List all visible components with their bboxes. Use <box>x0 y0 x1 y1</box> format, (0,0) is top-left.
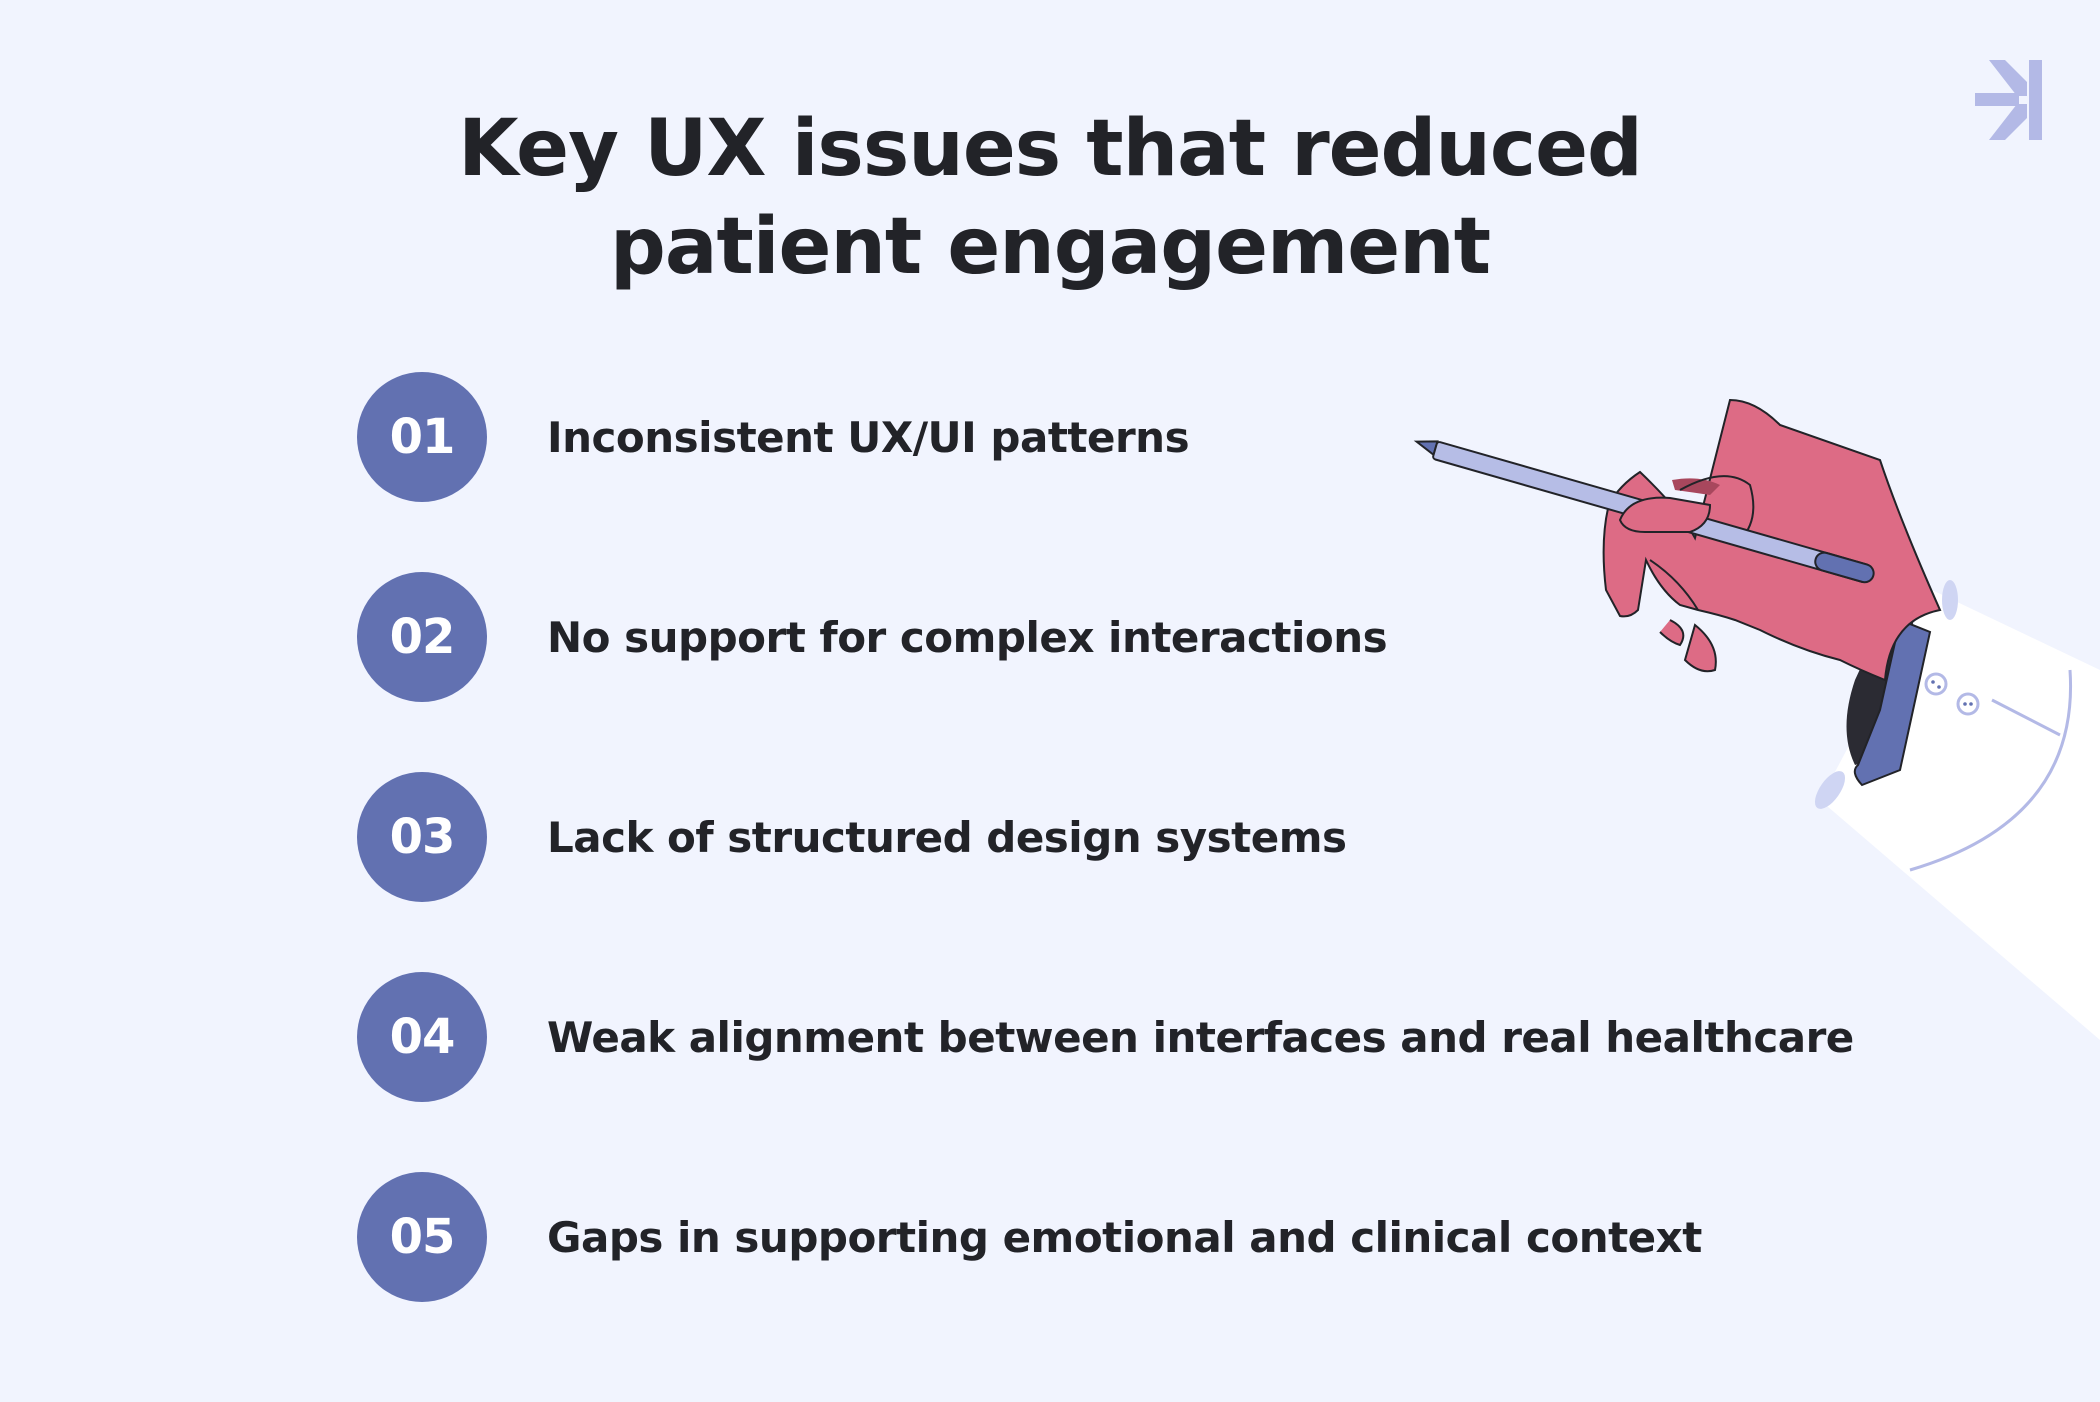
item-number-badge: 02 <box>357 572 487 702</box>
list-item: 01 Inconsistent UX/UI patterns <box>357 372 1190 502</box>
list-item: 05 Gaps in supporting emotional and clin… <box>357 1172 1702 1302</box>
item-number-badge: 01 <box>357 372 487 502</box>
item-number-badge: 03 <box>357 772 487 902</box>
item-number-badge: 04 <box>357 972 487 1102</box>
hand-holding-pen-illustration <box>1413 398 2100 1040</box>
cuff-button <box>1924 672 1948 696</box>
item-number-badge: 05 <box>357 1172 487 1302</box>
brand-arrow-icon <box>1975 60 2042 140</box>
title-line-2: patient engagement <box>610 202 1491 292</box>
title-line-1: Key UX issues that reduced <box>458 104 1643 194</box>
coat-cuff <box>1853 618 1932 787</box>
item-label: Lack of structured design systems <box>547 812 1347 862</box>
list-item: 04 Weak alignment between interfaces and… <box>357 972 1854 1102</box>
item-label: Weak alignment between interfaces and re… <box>547 1012 1854 1062</box>
item-label: Inconsistent UX/UI patterns <box>547 412 1190 462</box>
item-label: Gaps in supporting emotional and clinica… <box>547 1212 1702 1262</box>
page-title: Key UX issues that reduced patient engag… <box>400 100 1700 296</box>
list-item: 02 No support for complex interactions <box>357 572 1388 702</box>
cuff-button <box>1956 692 1980 716</box>
item-label: No support for complex interactions <box>547 612 1388 662</box>
list-item: 03 Lack of structured design systems <box>357 772 1347 902</box>
